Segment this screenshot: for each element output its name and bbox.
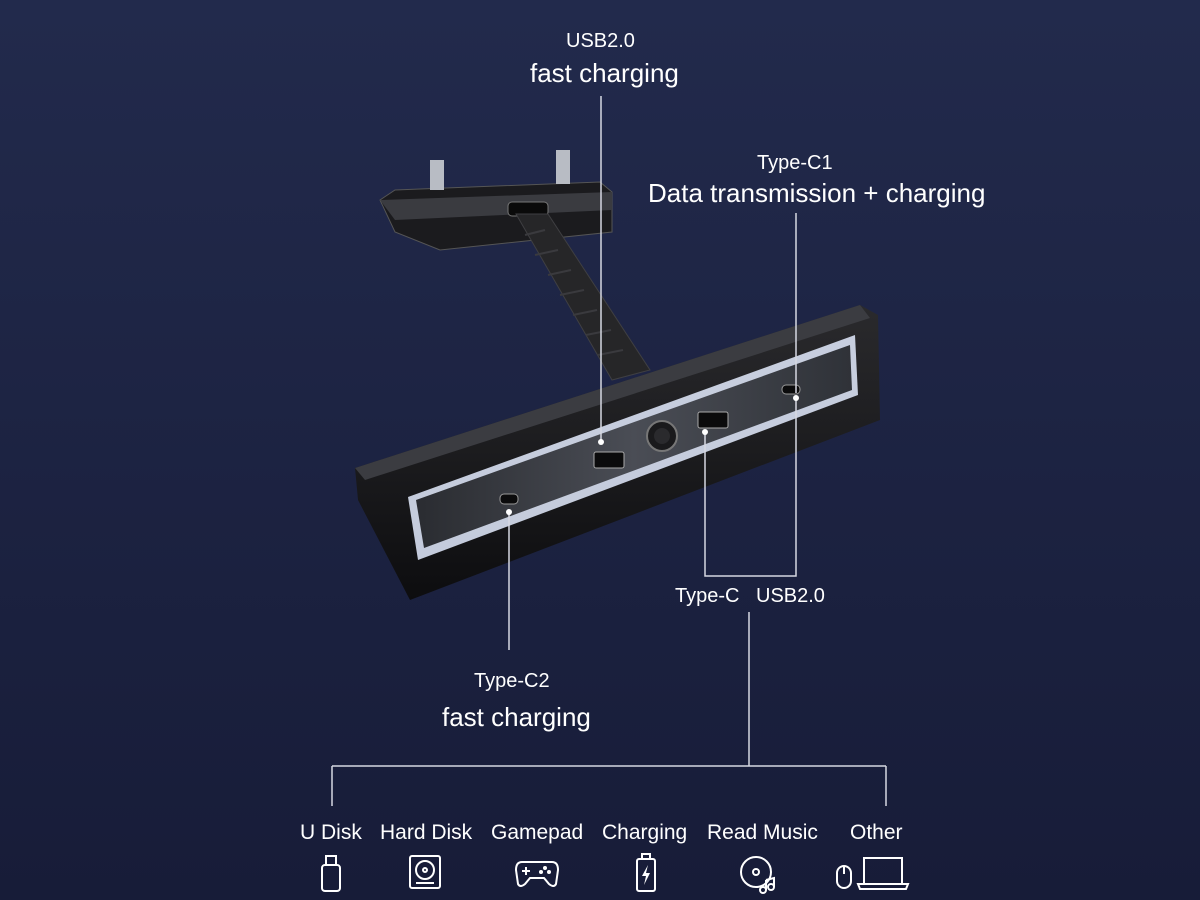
music-disc-icon [740,856,775,894]
category-charging-label: Charging [602,821,688,844]
leader-dots [506,395,799,515]
type-c1-port-label: Type-C1 [757,152,833,174]
mouse-laptop-icon [836,857,910,890]
usb-data-port [697,411,729,429]
type-c2-port-label: Type-C2 [474,670,550,692]
middle-type-c-label: Type-C [675,585,740,607]
usb-hub-body [355,305,880,600]
gamepad-icon [514,861,560,887]
usb-fast-port [593,451,625,469]
type-c1-port [781,384,801,395]
hard-disk-icon [409,855,441,889]
port-panel [416,345,852,548]
leader-lines [331,96,887,806]
type-c2-port [499,493,519,505]
connector-pin-left [430,160,444,190]
leader-usb-bracket [704,400,797,577]
usb-function-label: fast charging [530,58,679,88]
type-c2-function-label: fast charging [442,702,591,732]
braided-cable [515,213,651,381]
category-gamepad-label: Gamepad [491,821,584,844]
cable-braid [524,229,624,356]
usb-drive-icon [321,855,341,892]
category-hard-disk-label: Hard Disk [380,821,473,844]
battery-charging-icon [636,853,656,892]
category-u-disk-label: U Disk [300,821,362,844]
category-other-label: Other [850,821,903,844]
connector-pin-right [556,150,570,184]
middle-usb-label: USB2.0 [756,585,825,607]
usb-port-label: USB2.0 [566,30,635,52]
category-read-music-label: Read Music [707,821,818,844]
type-c1-function-label: Data transmission + charging [648,178,986,208]
